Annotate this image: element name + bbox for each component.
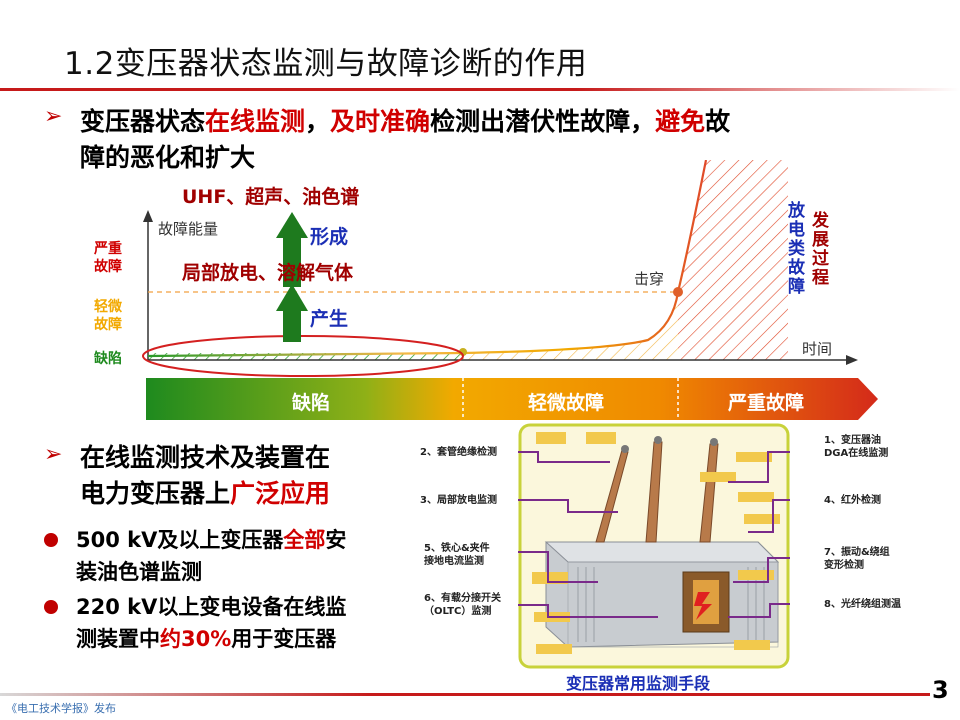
left-connectors [518,451,658,618]
b1-seg4: 及时准确 [330,107,431,136]
s2-a: 测装置中 [76,627,160,651]
stage-severe: 严重故障 [728,392,805,414]
transformer-monitoring-diagram: 2、套管绝缘检测 3、局部放电监测 5、铁心&夹件 接地电流监测 6、有载分接开… [418,422,918,672]
side-right-3: 程 [812,268,829,288]
s1-c: 安 [325,528,347,552]
stage-minor: 轻微故障 [528,392,605,414]
bullet-dot-icon [44,533,58,547]
bullet-dot-icon [44,600,58,614]
form-arrow-shaft [283,237,301,287]
b2-line2a: 电力变压器上 [80,479,231,508]
s1-a: 500 kV及以上变压器 [76,528,284,552]
diag-left-6a: 6、有载分接开关 [424,593,501,604]
footer-divider [0,693,930,696]
diag-right-7b: 变形检测 [824,560,864,571]
page-number: 3 [932,676,949,704]
x-axis-label: 时间 [802,340,833,358]
s2-b: 约30% [160,627,232,651]
side-left-label: 放 电 类 故 障 [788,202,808,297]
side-left-4: 障 [788,277,805,297]
s2-c: 用于变压器 [231,627,337,651]
middle-result-label: 局部放电、溶解气体 [182,262,354,284]
page-title: 1.2变压器状态监测与故障诊断的作用 [64,46,588,82]
fault-evolution-diagram: 故障能量 时间 严重 故障 轻微 故障 缺陷 UHF、超声、油色谱 形成 局部放… [88,159,878,430]
b1-seg5: 检测出潜伏性故障， [430,107,656,136]
sub-2-line-2: 测装置中约30%用于变压器 [76,624,336,654]
sub-1-line-2: 装油色谱监测 [76,560,202,584]
level-severe-1: 严重 [94,241,122,257]
sub-2-line-1: 220 kV以上变电设备在线监 [76,595,347,619]
form-label: 形成 [310,226,349,248]
level-minor-1: 轻微 [94,299,122,315]
defect-highlight-ellipse [142,335,464,377]
fault-energy-curve [147,159,708,358]
side-left-1: 电 [788,220,805,240]
stage-defect: 缺陷 [292,392,331,414]
side-right-label: 发 展 过 程 [812,212,832,288]
bullet-2-line-1: 在线监测技术及装置在 [80,443,331,472]
bullet-1-line-2: 障的恶化和扩大 [80,143,256,172]
transformer-svg [518,423,790,669]
s1-b: 全部 [283,528,326,552]
sub-1-line-1: 500 kV及以上变压器全部安 [76,525,346,555]
side-right-0: 发 [812,211,829,231]
breakdown-label: 击穿 [634,270,665,288]
side-left-2: 类 [788,239,805,259]
diag-right-1b: DGA在线监测 [824,448,889,459]
produce-label: 产生 [310,308,349,330]
bullet-1-line-1: 变压器状态在线监测，及时准确检测出潜伏性故障，避免故 [80,104,730,140]
form-arrow-head [276,212,308,238]
x-axis-arrow [846,355,858,365]
fault-spark-icon [694,592,712,620]
b1-seg2: 在线监测 [205,107,306,136]
level-minor-label: 轻微 故障 [94,298,122,334]
level-defect-label: 缺陷 [94,351,122,367]
side-left-3: 故 [788,258,805,278]
level-minor-2: 故障 [94,317,122,333]
diag-left-3: 3、局部放电监测 [420,495,497,506]
severe-fault-hatch [678,160,788,360]
diag-left-6b: （OLTC）监测 [424,606,492,617]
inner-callouts [532,432,780,654]
breakdown-point [673,287,683,297]
y-axis-label: 故障能量 [158,220,219,238]
b1-seg3: ， [305,107,331,136]
side-right-2: 过 [812,249,829,269]
b2-line2b: 广泛应用 [230,479,331,508]
diag-right-7a: 7、振动&绕组 [824,547,890,558]
diagram-caption: 变压器常用监测手段 [566,674,711,693]
b1-seg1: 变压器状态 [80,107,206,136]
diag-left-5a: 5、铁心&夹件 [424,543,490,554]
bushings [595,436,719,543]
footer-source: 《电工技术学报》发布 [6,702,116,715]
tank-top [544,541,780,563]
title-divider [0,88,960,91]
fault-evolution-svg [142,159,878,420]
side-left-0: 放 [788,201,805,221]
diag-right-4: 4、红外检测 [824,495,881,506]
right-connectors [728,451,790,618]
bullet-arrow-icon: ➢ [44,442,63,467]
bullet-2-line-2: 电力变压器上广泛应用 [80,476,330,512]
produce-arrow-shaft [283,310,301,342]
level-severe-2: 故障 [94,259,122,275]
stage-bar [146,378,878,420]
top-method-label: UHF、超声、油色谱 [182,186,360,208]
b1-seg7: 故 [705,107,731,136]
diag-left-2: 2、套管绝缘检测 [420,447,497,458]
side-right-1: 展 [812,230,829,250]
b1-seg6: 避免 [655,107,706,136]
diag-right-8: 8、光纤绕组测温 [824,599,901,610]
diag-left-5b: 接地电流监测 [424,556,484,567]
level-severe-label: 严重 故障 [94,240,122,276]
produce-arrow-head [276,284,308,311]
bullet-arrow-icon: ➢ [44,104,63,129]
diag-right-1a: 1、变压器油 [824,435,881,446]
y-axis-arrow [143,210,153,222]
